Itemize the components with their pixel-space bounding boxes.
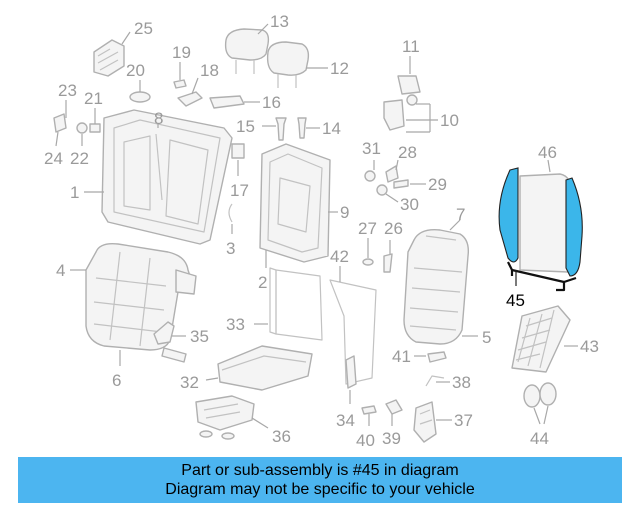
part-3-hook bbox=[228, 203, 233, 234]
callout-34: 34 bbox=[336, 411, 355, 430]
callout-24: 24 bbox=[44, 149, 63, 168]
info-banner: Part or sub-assembly is #45 in diagram D… bbox=[18, 457, 622, 503]
callout-37: 37 bbox=[454, 411, 473, 430]
callout-29: 29 bbox=[428, 175, 447, 194]
part-29-bolt bbox=[393, 179, 426, 189]
part-35-bracket bbox=[153, 321, 187, 363]
callout-21: 21 bbox=[84, 89, 103, 108]
part-36-bracket bbox=[195, 395, 269, 440]
part-4-cushion bbox=[70, 242, 197, 366]
part-21-clip bbox=[89, 108, 101, 133]
part-1-seatback-frame bbox=[84, 109, 233, 245]
callout-20: 20 bbox=[126, 61, 145, 80]
part-24-clip bbox=[55, 131, 59, 147]
callout-33: 33 bbox=[226, 315, 245, 334]
callout-14: 14 bbox=[322, 119, 341, 138]
parts-diagram: 25 13 12 19 20 18 16 15 bbox=[44, 12, 599, 450]
callout-12: 12 bbox=[330, 59, 349, 78]
callout-35: 35 bbox=[190, 327, 209, 346]
part-16-bracket bbox=[209, 95, 260, 109]
part-38-rod bbox=[425, 375, 450, 387]
callout-17: 17 bbox=[230, 181, 249, 200]
part-19-clip bbox=[173, 62, 187, 89]
callout-8: 8 bbox=[154, 109, 163, 128]
part-43-panel bbox=[511, 305, 578, 373]
callout-38: 38 bbox=[452, 373, 471, 392]
callout-36: 36 bbox=[272, 427, 291, 446]
part-40-clip bbox=[361, 405, 377, 426]
part-18-trim bbox=[177, 77, 203, 107]
banner-line-2: Diagram may not be specific to your vehi… bbox=[165, 481, 475, 498]
part-25-bracket bbox=[93, 31, 131, 77]
part-10-latch bbox=[383, 94, 438, 133]
callout-31: 31 bbox=[362, 139, 381, 158]
part-20-cover bbox=[129, 80, 151, 103]
callout-40: 40 bbox=[356, 431, 375, 450]
part-11-handle bbox=[397, 56, 421, 95]
part-14-bolt bbox=[297, 117, 320, 139]
callout-23: 23 bbox=[58, 81, 77, 100]
callout-43: 43 bbox=[580, 337, 599, 356]
part-42-panel bbox=[329, 266, 377, 404]
callout-30: 30 bbox=[400, 195, 419, 214]
callout-3: 3 bbox=[226, 239, 235, 258]
callout-11: 11 bbox=[402, 37, 420, 56]
callout-22: 22 bbox=[70, 149, 89, 168]
part-7-seatback bbox=[403, 219, 478, 345]
callout-2: 2 bbox=[258, 273, 267, 292]
part-28-clip bbox=[385, 159, 399, 183]
part-46-seatback-pad bbox=[519, 159, 573, 273]
callout-42: 42 bbox=[330, 247, 349, 266]
part-27-nut bbox=[362, 238, 374, 266]
banner-line-1: Part or sub-assembly is #45 in diagram bbox=[181, 462, 459, 479]
part-23-bracket bbox=[53, 100, 67, 133]
part-15-bolt bbox=[262, 117, 287, 141]
part-37-bracket bbox=[413, 401, 452, 443]
part-41-clip bbox=[414, 351, 447, 363]
callout-4: 4 bbox=[56, 261, 65, 280]
callout-46: 46 bbox=[538, 143, 557, 162]
callout-44: 44 bbox=[530, 429, 549, 448]
callout-5: 5 bbox=[482, 328, 491, 347]
callout-18: 18 bbox=[200, 61, 219, 80]
callout-45: 45 bbox=[506, 291, 525, 310]
callout-25: 25 bbox=[134, 19, 153, 38]
callout-13: 13 bbox=[270, 12, 289, 31]
part-26-bolt bbox=[383, 240, 393, 273]
callout-6: 6 bbox=[112, 371, 121, 390]
part-9-seatback-frame bbox=[259, 143, 338, 268]
part-44-discs bbox=[523, 382, 557, 425]
callout-26: 26 bbox=[384, 219, 403, 238]
part-32-pad bbox=[205, 345, 313, 391]
callout-9: 9 bbox=[340, 203, 349, 222]
callout-41: 41 bbox=[392, 347, 411, 366]
callout-1: 1 bbox=[70, 183, 79, 202]
part-45-highlighted bbox=[498, 167, 583, 292]
callout-27: 27 bbox=[358, 219, 377, 238]
callout-32: 32 bbox=[180, 373, 199, 392]
callout-10: 10 bbox=[440, 111, 459, 130]
part-33-frame bbox=[254, 267, 323, 341]
callout-28: 28 bbox=[398, 143, 417, 162]
callout-16: 16 bbox=[262, 93, 281, 112]
part-31-nut bbox=[364, 160, 376, 182]
part-13-headrest bbox=[224, 23, 270, 74]
part-39-clip bbox=[385, 399, 403, 426]
part-22-nut bbox=[76, 122, 88, 146]
callout-19: 19 bbox=[172, 43, 191, 62]
part-30-washer bbox=[376, 184, 399, 203]
callout-15: 15 bbox=[236, 117, 255, 136]
part-17-item bbox=[231, 143, 245, 176]
callout-39: 39 bbox=[382, 429, 401, 448]
callout-7: 7 bbox=[456, 205, 465, 224]
part-12-headrest bbox=[266, 41, 328, 88]
